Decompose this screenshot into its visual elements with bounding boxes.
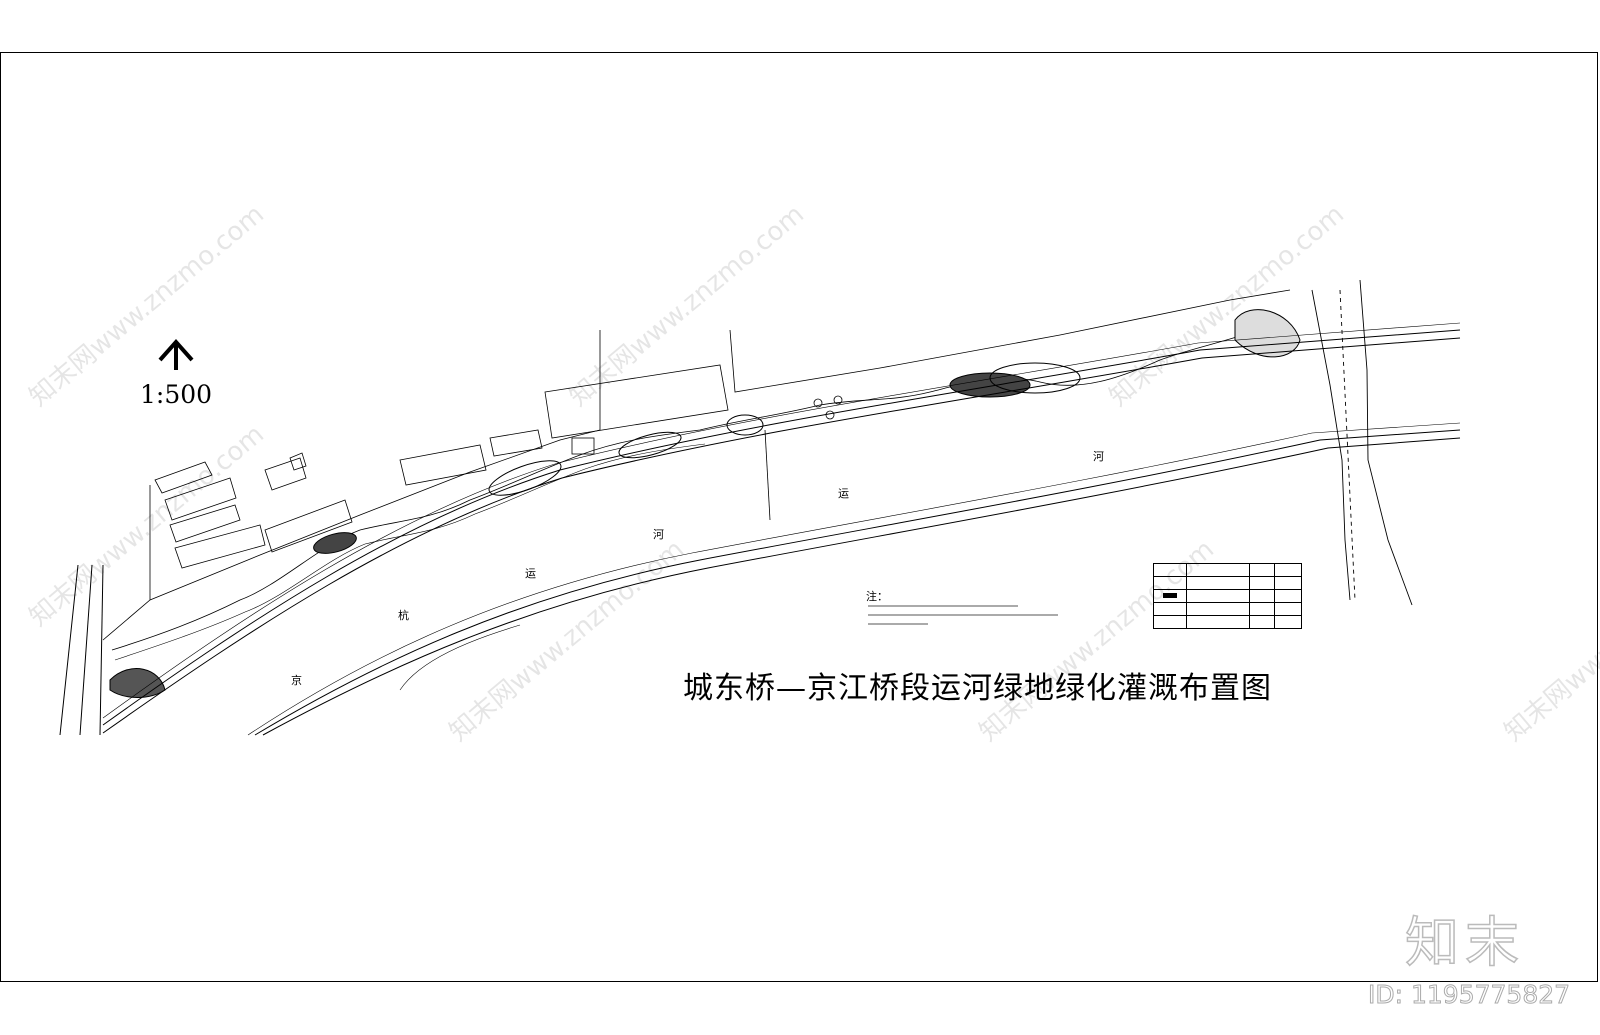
river-label: 河: [653, 528, 664, 541]
drawing-frame: [0, 52, 1598, 982]
river-label: 京: [291, 674, 302, 687]
north-arrow-icon: [158, 338, 194, 370]
drawing-title: 城东桥—京江桥段运河绿地绿化灌溉布置图: [683, 671, 1272, 706]
east-road: [1311, 279, 1413, 606]
brand-logo: 知末: [1404, 910, 1525, 975]
notes-heading: 注：: [866, 590, 888, 603]
notes-text: [868, 605, 1058, 625]
river-label: 运: [525, 567, 536, 580]
site-boundary: [102, 289, 1291, 641]
scale-label: 1:500: [140, 380, 213, 409]
garden-path: [111, 319, 1281, 651]
river-label: 运: [838, 487, 849, 500]
river-label: 河: [1093, 450, 1104, 463]
plaza: [571, 395, 843, 455]
river-label: 杭: [398, 609, 409, 622]
image-id: ID: 1195775827: [1367, 980, 1571, 1010]
north-embankment: [102, 322, 1461, 734]
legend-table: [1153, 563, 1302, 629]
buildings: [149, 364, 729, 600]
south-embankment: [247, 422, 1461, 736]
west-road: [59, 564, 104, 736]
